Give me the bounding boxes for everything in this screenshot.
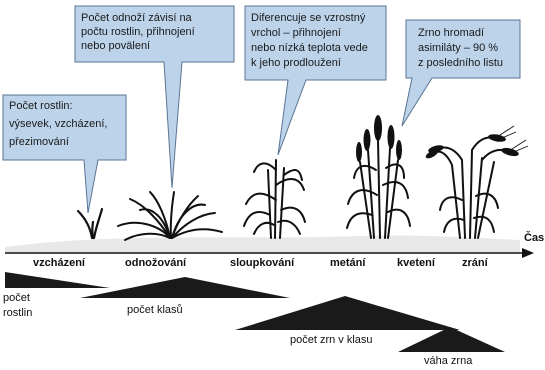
callout-line: z posledního listu bbox=[418, 56, 503, 71]
plant-seedling bbox=[78, 209, 102, 238]
component-label-plant-count: počet rostlin bbox=[3, 292, 32, 320]
callout-line: asimiláty – 90 % bbox=[418, 41, 503, 56]
callout-line: Počet odnoží závisí na bbox=[81, 11, 195, 25]
component-line: rostlin bbox=[3, 307, 32, 320]
component-label-grain-weight: váha zrna bbox=[424, 355, 472, 368]
stage-label: sloupkování bbox=[230, 257, 294, 269]
stage-label: vzcházení bbox=[33, 257, 85, 269]
callout-text-growing-point: Diferencuje se vzrostný vrchol – přihnoj… bbox=[251, 11, 368, 71]
callout-text-tiller-count: Počet odnoží závisí na počtu rostlin, př… bbox=[81, 11, 195, 53]
callout-line: k jeho prodloužení bbox=[251, 56, 368, 71]
callout-line: vrchol – přihnojení bbox=[251, 26, 368, 41]
callout-line: Počet rostlin: bbox=[9, 99, 107, 114]
plant-tillering bbox=[118, 192, 222, 240]
callout-line: Zrno hromadí bbox=[418, 26, 503, 41]
axis-title: Čas bbox=[524, 232, 544, 244]
callout-line: Diferencuje se vzrostný bbox=[251, 11, 368, 26]
plant-ripening bbox=[436, 138, 508, 239]
callout-line: přezimování bbox=[9, 135, 107, 150]
callout-line: počtu rostlin, přihnojení bbox=[81, 25, 195, 39]
triangle-plant-count bbox=[5, 272, 110, 288]
component-label-ear-count: počet klasů bbox=[127, 304, 183, 317]
stage-label: zrání bbox=[462, 257, 488, 269]
stage-label: kvetení bbox=[397, 257, 435, 269]
component-line: váha zrna bbox=[424, 355, 472, 368]
triangle-ear-count bbox=[80, 277, 290, 298]
callout-text-plant-count: Počet rostlin: výsevek, vzcházení, přezi… bbox=[9, 99, 107, 150]
callout-line: nebo povälení bbox=[81, 39, 195, 53]
triangle-grain-weight bbox=[398, 327, 505, 352]
component-label-grains-per-ear: počet zrn v klasu bbox=[290, 334, 373, 347]
stage-label: odnožování bbox=[125, 257, 186, 269]
triangle-grains-per-ear bbox=[235, 296, 460, 330]
callout-line: nebo nízká teplota vede bbox=[251, 41, 368, 56]
callout-line: výsevek, vzcházení, bbox=[9, 117, 107, 132]
stage-label: metání bbox=[330, 257, 365, 269]
component-line: počet klasů bbox=[127, 304, 183, 317]
component-line: počet zrn v klasu bbox=[290, 334, 373, 347]
component-line: počet bbox=[3, 292, 32, 305]
ground-shadow bbox=[5, 235, 520, 252]
plant-stem-elongation bbox=[244, 160, 305, 238]
callout-text-grain-filling: Zrno hromadí asimiláty – 90 % z poslední… bbox=[418, 26, 503, 71]
